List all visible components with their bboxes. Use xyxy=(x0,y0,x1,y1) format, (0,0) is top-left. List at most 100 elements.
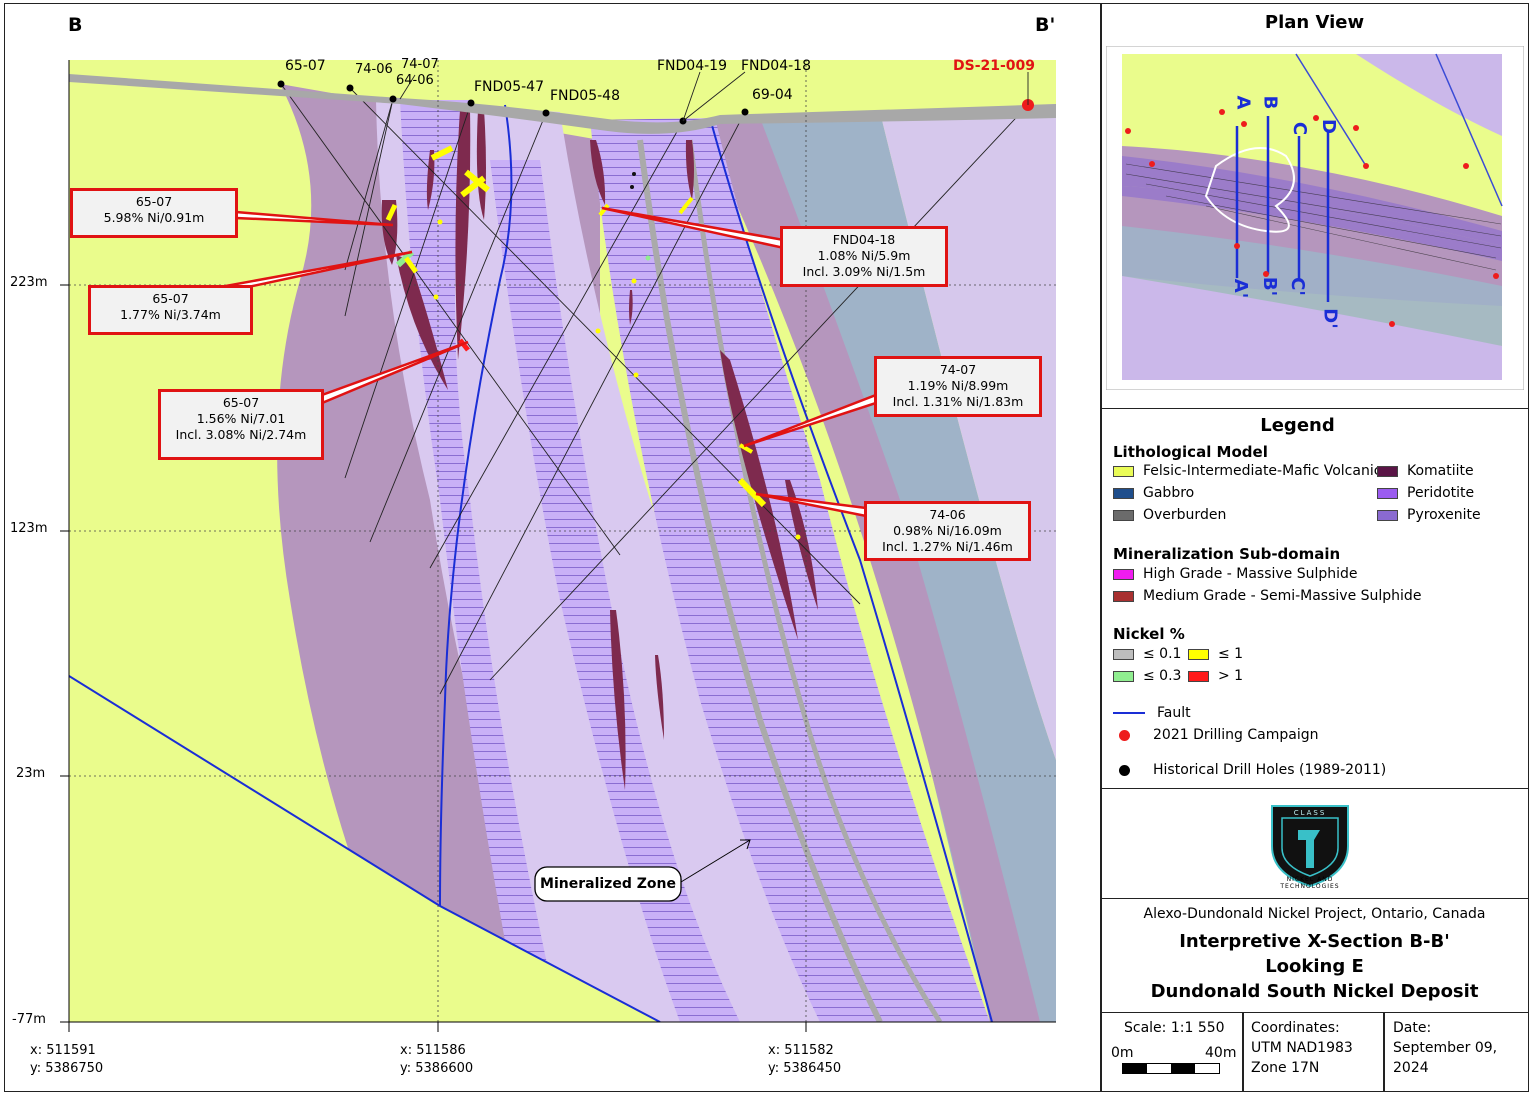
peridotite-band-2 xyxy=(590,118,990,1022)
collar-markers xyxy=(277,80,749,125)
plan-section-label-bottom: C' xyxy=(1286,277,1308,296)
legend-title: Legend xyxy=(1260,415,1335,436)
swatch-overburden xyxy=(1113,509,1134,521)
scale-start: 0m xyxy=(1111,1045,1134,1061)
legend-item: Pyroxenite xyxy=(1377,507,1481,523)
drill-hole-label: 74-06 xyxy=(355,62,393,77)
legend-item: 2021 Drilling Campaign xyxy=(1113,727,1319,743)
swatch-medium-grade xyxy=(1113,590,1134,602)
drill-hole-label: FND05-47 xyxy=(474,79,544,95)
svg-text:CLASS: CLASS xyxy=(1294,809,1327,817)
legend-item: Historical Drill Holes (1989-2011) xyxy=(1113,762,1386,778)
plan-section-label-top: A xyxy=(1232,95,1254,110)
swatch-high-grade xyxy=(1113,568,1134,580)
title-panel xyxy=(1100,898,1529,1012)
swatch-ni-0-1 xyxy=(1113,648,1134,660)
panel-divider xyxy=(1100,3,1102,1092)
elevation-label: 23m xyxy=(16,766,46,781)
date-block: Date:September 09,2024 xyxy=(1393,1020,1498,1076)
overburden-streak xyxy=(637,139,883,1022)
peridotite-band-1 xyxy=(400,100,560,1022)
elevation-label: 123m xyxy=(10,521,48,536)
drill-hole-label: 64-06 xyxy=(396,73,434,88)
plan-section-label-bottom: B' xyxy=(1259,276,1281,297)
mineralized-zone-label: Mineralized Zone xyxy=(540,876,676,892)
komatiite-unit-east xyxy=(700,118,1040,1022)
cross-section-map xyxy=(60,60,1056,1032)
footer-divider xyxy=(1383,1012,1385,1092)
callout-leaders xyxy=(218,206,878,518)
plan-view-map xyxy=(1106,46,1524,390)
black-dot-icon xyxy=(1119,764,1130,776)
nickel-assays xyxy=(385,145,801,540)
legend-item: Fault xyxy=(1113,705,1191,721)
legend-item: High Grade - Massive Sulphide xyxy=(1113,566,1358,582)
elevation-label: -77m xyxy=(12,1012,46,1027)
mineralized-zone-arrow xyxy=(680,839,751,883)
red-dot-icon xyxy=(1119,729,1130,741)
legend-item: ≤ 1 xyxy=(1188,646,1243,662)
swatch-komatiite xyxy=(1377,465,1398,477)
plan-section-label-bottom: D' xyxy=(1319,308,1341,329)
drill-hole-label: 65-07 xyxy=(285,58,326,74)
legend-mineral-title: Mineralization Sub-domain xyxy=(1113,545,1341,563)
scale-end: 40m xyxy=(1205,1045,1237,1061)
legend-nickel-title: Nickel % xyxy=(1113,625,1185,643)
swatch-pyroxenite xyxy=(1377,509,1398,521)
map-frame xyxy=(4,3,1529,1092)
drill-hole-label: FND05-48 xyxy=(550,88,620,104)
drill-hole-label: 74-07 xyxy=(401,57,439,72)
overburden-surface xyxy=(69,74,1056,134)
swatch-ni-1 xyxy=(1188,648,1209,660)
legend-item: Felsic-Intermediate-Mafic Volcanic xyxy=(1113,463,1381,479)
drill-traces xyxy=(280,83,1029,695)
legend-item: > 1 xyxy=(1188,668,1243,684)
scale-bar xyxy=(1122,1063,1220,1074)
footer-panel xyxy=(1100,1012,1529,1092)
fault-line-icon xyxy=(1113,712,1145,714)
axis-ticks xyxy=(60,60,1056,1032)
new-drill-hole-label: DS-21-009 xyxy=(953,58,1036,74)
legend-item: Overburden xyxy=(1113,507,1226,523)
drill-hole-label: FND04-18 xyxy=(741,58,811,74)
legend-item: Medium Grade - Semi-Massive Sulphide xyxy=(1113,588,1421,604)
legend-item: ≤ 0.1 xyxy=(1113,646,1181,662)
volcanic-lower-left xyxy=(69,676,660,1022)
map-title-line-3: Dundonald South Nickel Deposit xyxy=(1150,981,1479,1002)
elevation-label: 223m xyxy=(10,275,48,290)
footer-divider xyxy=(1242,1012,1244,1092)
swatch-peridotite xyxy=(1377,487,1398,499)
gridlines xyxy=(69,60,1056,1022)
logo-panel xyxy=(1100,788,1529,898)
legend-panel xyxy=(1100,408,1529,788)
drill-hole-label: 69-04 xyxy=(752,87,793,103)
class1-logo-icon: CLASS xyxy=(1271,805,1349,888)
label-leaders xyxy=(399,71,1029,122)
plan-section-label-top: C xyxy=(1289,121,1311,136)
map-title-line-1: Interpretive X-Section B-B' xyxy=(1179,931,1450,952)
plan-section-label-bottom: A' xyxy=(1230,278,1252,299)
drill-hole-label: FND04-19 xyxy=(657,58,727,74)
scale-label: Scale: 1:1 550 xyxy=(1124,1020,1225,1036)
legend-item: Peridotite xyxy=(1377,485,1474,501)
logo-subtitle: NICKEL AND TECHNOLOGIES xyxy=(1280,876,1340,890)
section-start-label: B xyxy=(68,14,83,36)
swatch-ni-0-3 xyxy=(1113,670,1134,682)
swatch-gabbro xyxy=(1113,487,1134,499)
legend-item: Komatiite xyxy=(1377,463,1474,479)
section-end-label: B' xyxy=(1035,14,1056,36)
map-title-line-2: Looking E xyxy=(1265,956,1364,977)
mineralized-zone-box xyxy=(534,866,682,902)
swatch-ni-gt-1 xyxy=(1188,670,1209,682)
plan-section-label-top: D xyxy=(1317,119,1339,134)
overburden-streak xyxy=(687,139,943,1022)
